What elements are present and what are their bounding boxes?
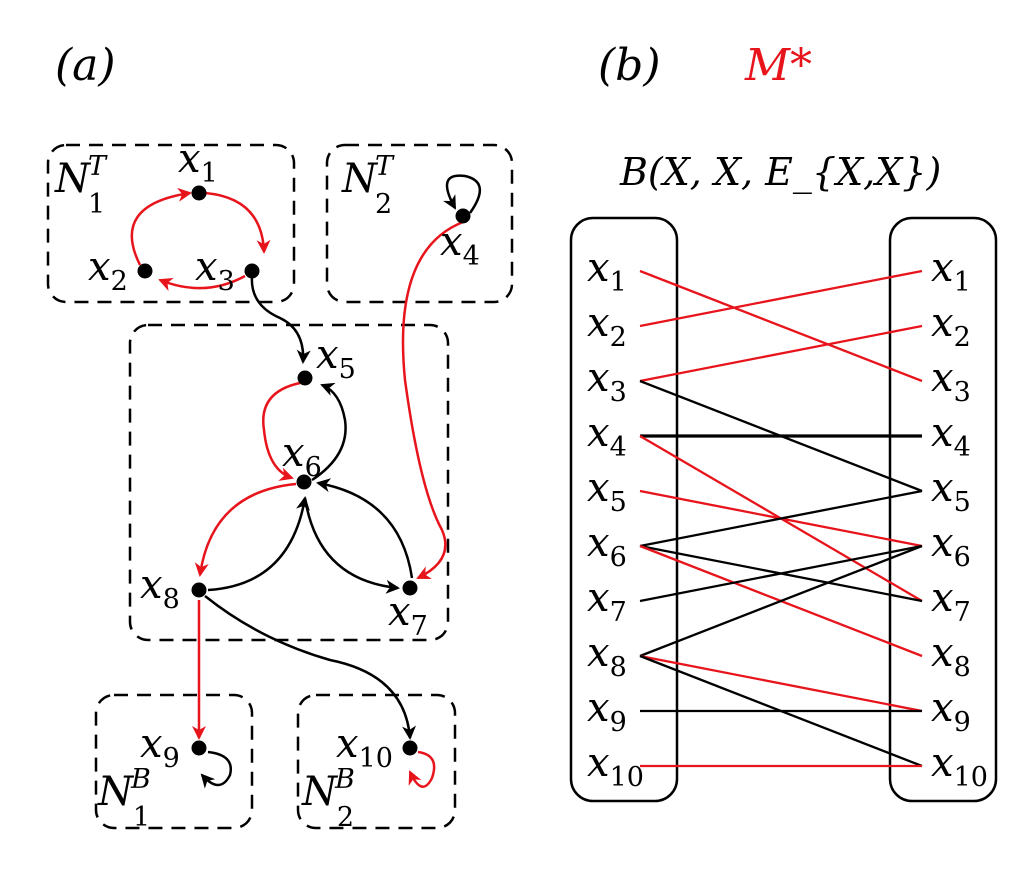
node-x3 [244,263,260,279]
group-box-n2b [296,693,457,830]
right-vertex-x2: x2 [931,300,971,353]
node-x1 [191,185,207,201]
graph-node-labels: x1 x2 x3 x4 x5 x6 x7 x8 x9 x10 [88,136,480,774]
left-vertex-x6: x6 [587,520,627,573]
panel-b-label: (b) [598,40,661,91]
node-label-x6: x6 [282,430,322,483]
matching-label: M* [744,40,812,91]
node-x2 [137,263,153,279]
left-vertex-x2: x2 [587,300,627,353]
left-vertex-x3: x3 [587,355,627,408]
bipartite-edge-x6-x5 [639,489,923,548]
node-x4 [455,208,471,224]
right-vertex-x1: x1 [931,245,971,298]
bipartite-edge-x7-x6 [639,544,923,603]
graph-nodes [137,185,471,756]
edge-x10-x10 [408,750,436,788]
left-vertex-x5: x5 [587,465,627,518]
right-vertex-x9: x9 [931,685,971,738]
left-vertex-x10: x10 [587,740,644,793]
node-label-x4: x4 [440,219,480,272]
panel-a-label: (a) [55,40,116,91]
edge-x6-x5 [311,382,347,482]
right-vertex-x8: x8 [931,630,971,683]
edge-x3-x2 [158,274,246,291]
node-label-x1: x1 [178,136,218,189]
node-label-x7: x7 [388,589,428,642]
edge-x8-x10 [204,595,417,740]
node-label-x3: x3 [195,244,235,297]
bipartite-edge-x2-x1 [639,269,923,328]
edge-x2-x1 [130,187,192,266]
node-label-x8: x8 [140,562,180,615]
edge-x1-x3 [204,191,271,254]
node-label-x5: x5 [316,332,356,385]
edge-x3-x5 [250,275,311,364]
group-box-n1t [46,143,296,304]
node-x8 [191,582,207,598]
node-x6 [296,474,312,490]
bipartite-edge-x8-x9 [639,654,923,713]
node-x9 [191,740,207,756]
bipartite-edge-x1-x3 [639,269,923,383]
edge-x4-x7 [401,220,464,580]
right-vertex-column [888,216,998,803]
node-label-x9: x9 [140,721,180,774]
node-label-x2: x2 [88,244,128,297]
node-x10 [402,740,418,756]
node-x7 [402,580,418,596]
left-vertex-x7: x7 [587,575,627,628]
edge-x6-x7 [303,497,400,594]
edge-x9-x9 [200,750,232,789]
left-vertex-x9: x9 [587,685,627,738]
right-vertex-x4: x4 [931,410,971,463]
edge-x4-x4 [443,174,481,214]
edge-x8-x6 [207,496,310,592]
bipartite-edge-x3-x2 [639,324,923,383]
right-vertex-x5: x5 [931,465,971,518]
right-vertex-x6: x6 [931,520,971,573]
left-vertex-x1: x1 [587,245,627,298]
edge-x7-x6 [316,478,414,579]
edge-x5-x6 [262,381,301,481]
bipartite-title: B(X, X, E_{X,X}) [619,150,941,195]
graph-edges [130,174,481,789]
group-box-n2t [325,143,514,304]
node-label-x10: x10 [336,721,393,774]
left-vertex-x8: x8 [587,630,627,683]
right-vertex-x3: x3 [931,355,971,408]
left-vertex-x4: x4 [587,410,627,463]
left-vertex-column [569,216,679,803]
group-box-n1b [94,693,254,830]
edge-x6-x8 [194,482,297,577]
bipartite-edges [639,269,923,768]
node-x5 [297,370,313,386]
right-vertex-x10: x10 [931,740,988,793]
bipartite-edge-x8-x6 [639,544,923,658]
right-vertex-x7: x7 [931,575,971,628]
